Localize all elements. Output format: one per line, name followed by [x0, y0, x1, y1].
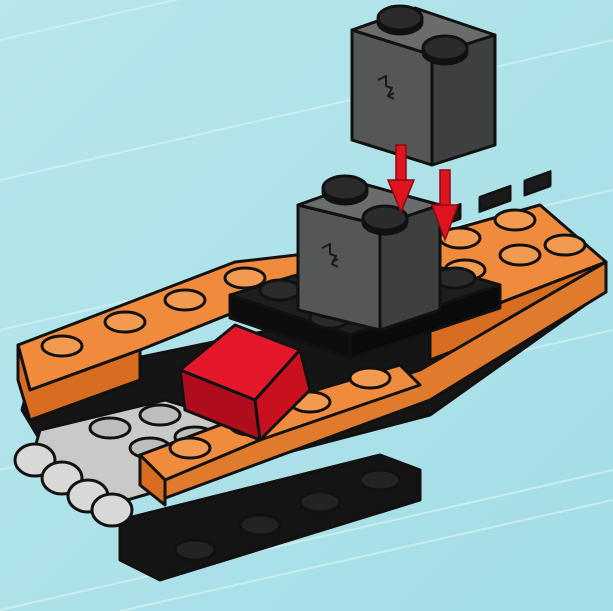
- instruction-illustration: [0, 0, 613, 611]
- build-step-canvas: [0, 0, 613, 611]
